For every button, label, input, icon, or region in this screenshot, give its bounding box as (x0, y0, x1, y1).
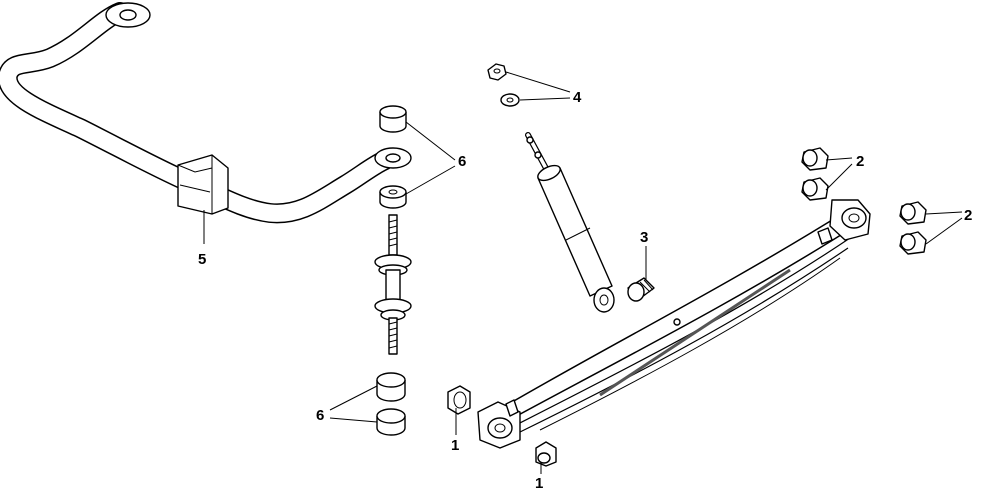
spring-bushing-right-a (899, 201, 927, 225)
callout-2-right: 2 (964, 207, 972, 224)
callout-2-mid: 2 (856, 153, 864, 170)
callout-1-front: 1 (451, 437, 459, 454)
leader-lines (203, 71, 963, 474)
link-bushing-lower-a (376, 372, 406, 402)
link-bushing-lower-b (376, 408, 406, 436)
washer-part (500, 93, 520, 107)
bar-bushing-part (177, 154, 229, 215)
leaf-spring-part (477, 199, 871, 449)
spring-bushing-mid-a (801, 147, 829, 171)
callout-1-lower: 1 (535, 475, 543, 492)
shock-absorber-part (525, 132, 615, 313)
spring-bushing-mid-b (801, 177, 829, 201)
callout-6-top: 6 (458, 153, 466, 170)
callout-3: 3 (640, 229, 648, 246)
link-bushing-top (379, 105, 407, 133)
nut-part (487, 63, 507, 81)
spring-bushing-front-a (447, 385, 471, 415)
spring-bushing-front-b (535, 441, 557, 467)
callout-6-bottom: 6 (316, 407, 324, 424)
stabilizer-link-part (374, 214, 412, 355)
callout-4: 4 (573, 89, 582, 106)
link-bushing-upper-mid (379, 185, 407, 209)
stabilizer-bar (0, 2, 412, 224)
shock-bushing-part (627, 277, 655, 302)
spring-bushing-right-b (899, 231, 927, 255)
callout-5: 5 (198, 251, 206, 268)
